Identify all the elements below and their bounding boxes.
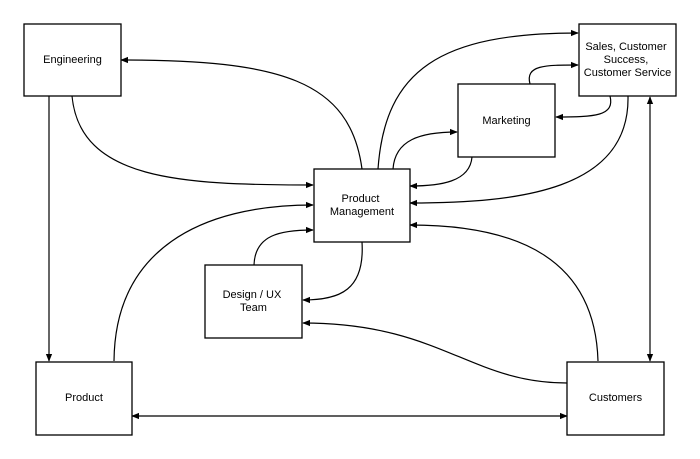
- edge-product-management-to-design-ux: [302, 241, 363, 304]
- node-product-box: [35, 361, 133, 436]
- edge-product-management-to-marketing: [392, 128, 458, 170]
- node-marketing-label: Marketing: [482, 115, 530, 127]
- node-engineering-label: Engineering: [43, 54, 102, 66]
- edge-marketing-to-sales: [528, 61, 579, 85]
- edges: [45, 29, 654, 420]
- edge-product-management-to-sales: [377, 29, 579, 170]
- node-engineering[interactable]: Engineering: [23, 23, 122, 97]
- node-sales-label: Sales, Customer Success, Customer Servic…: [584, 41, 671, 79]
- node-marketing[interactable]: Marketing: [457, 83, 556, 158]
- node-engineering-box: [23, 23, 122, 97]
- edge-marketing-to-product-management: [409, 156, 473, 190]
- edge-sales-to-product-management: [409, 95, 629, 207]
- edge-customers-to-design-ux: [302, 319, 568, 384]
- node-design-ux[interactable]: Design / UX Team: [204, 264, 303, 339]
- node-product-management[interactable]: Product Management: [313, 168, 411, 243]
- node-customers-label: Customers: [589, 392, 643, 404]
- node-sales[interactable]: Sales, Customer Success, Customer Servic…: [578, 23, 677, 97]
- node-product-management-label: Product Management: [330, 193, 394, 218]
- node-sales-box: [578, 23, 677, 97]
- edge-product-to-product-management: [113, 201, 314, 362]
- node-product-label: Product: [65, 392, 103, 404]
- edge-product-management-to-engineering: [120, 56, 363, 170]
- node-customers[interactable]: Customers: [566, 361, 665, 436]
- edge-design-ux-to-product-management: [253, 226, 314, 266]
- node-product-management-box: [313, 168, 411, 243]
- node-marketing-box: [457, 83, 556, 158]
- edge-engineering-to-product-management: [71, 95, 314, 189]
- node-design-ux-label: Design / UX Team: [223, 289, 285, 314]
- edge-customers-to-product-management: [409, 221, 599, 362]
- edge-sales-to-marketing: [555, 95, 612, 121]
- node-product[interactable]: Product: [35, 361, 133, 436]
- node-design-ux-box: [204, 264, 303, 339]
- node-customers-box: [566, 361, 665, 436]
